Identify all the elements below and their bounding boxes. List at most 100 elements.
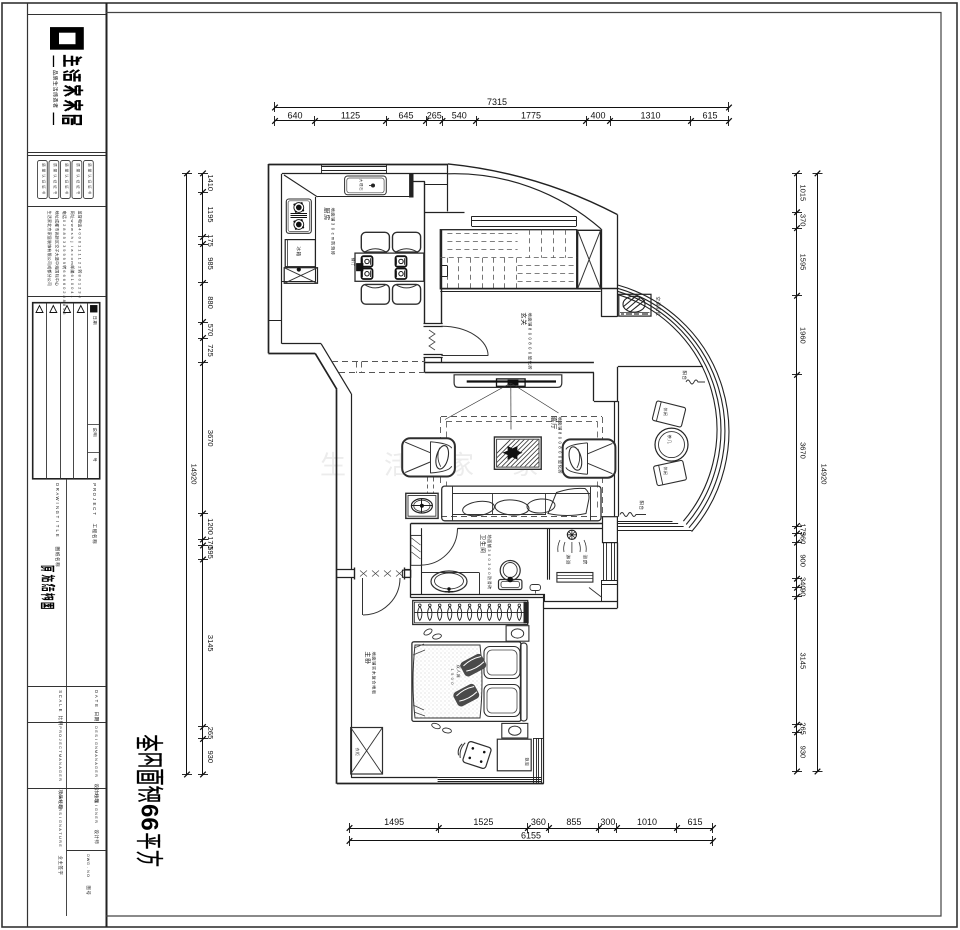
svg-text:0: 0 — [450, 682, 455, 685]
svg-text:S: S — [58, 690, 63, 693]
svg-text:930: 930 — [799, 746, 808, 759]
svg-text:闲: 闲 — [663, 471, 668, 475]
svg-text:900: 900 — [799, 554, 808, 567]
svg-text:I: I — [55, 502, 60, 503]
svg-text:R: R — [94, 820, 98, 823]
svg-text:R: R — [58, 730, 62, 733]
svg-text:1010: 1010 — [637, 817, 657, 827]
svg-text:网: 网 — [70, 211, 75, 215]
svg-text:明: 明 — [92, 432, 98, 436]
svg-text:P: P — [92, 483, 97, 486]
svg-text:玻: 玻 — [527, 356, 534, 361]
svg-text:证: 证 — [65, 180, 70, 184]
svg-text:成: 成 — [55, 219, 61, 223]
svg-text:9: 9 — [62, 262, 67, 265]
svg-text:监: 监 — [77, 211, 83, 215]
svg-text:0: 0 — [70, 283, 75, 286]
svg-text:L: L — [55, 530, 60, 533]
svg-text:R: R — [94, 774, 98, 777]
svg-text:称: 称 — [54, 562, 61, 567]
svg-text:餐: 餐 — [351, 258, 357, 262]
svg-text:公: 公 — [47, 278, 52, 282]
svg-text:址: 址 — [55, 215, 61, 219]
svg-text:冰: 冰 — [296, 247, 302, 252]
svg-text:地: 地 — [558, 417, 564, 422]
svg-text:成: 成 — [47, 265, 53, 269]
svg-text:m: m — [70, 261, 75, 265]
svg-text:3: 3 — [62, 241, 67, 244]
svg-text:休: 休 — [663, 408, 668, 412]
svg-text:1495: 1495 — [384, 817, 404, 827]
svg-text:称: 称 — [91, 539, 98, 544]
svg-text:认: 认 — [42, 174, 47, 178]
svg-text:I: I — [94, 805, 98, 806]
svg-text:书: 书 — [76, 191, 81, 195]
svg-text:签: 签 — [58, 866, 64, 871]
svg-text:C: C — [58, 746, 62, 749]
svg-text:日: 日 — [92, 316, 98, 320]
svg-text:砖: 砖 — [330, 251, 337, 255]
svg-text:1: 1 — [77, 258, 82, 261]
svg-text:0: 0 — [558, 437, 563, 440]
svg-text:飘: 飘 — [525, 758, 530, 762]
svg-text:R: R — [58, 808, 62, 811]
svg-text:8: 8 — [77, 274, 82, 277]
svg-text:N: N — [55, 506, 60, 509]
svg-text:170: 170 — [206, 536, 215, 549]
svg-text:滑: 滑 — [331, 246, 337, 250]
svg-text:位: 位 — [656, 312, 662, 317]
svg-text:北: 北 — [47, 223, 53, 227]
svg-text:业: 业 — [58, 856, 64, 861]
svg-text:主: 主 — [58, 861, 64, 866]
svg-text:265: 265 — [799, 722, 808, 735]
svg-text:限: 限 — [47, 253, 53, 257]
svg-text:265: 265 — [206, 727, 215, 740]
svg-text:卧: 卧 — [364, 658, 372, 664]
svg-text:G: G — [94, 808, 98, 811]
svg-text:A: A — [55, 492, 60, 495]
svg-text:客: 客 — [550, 416, 558, 422]
svg-text:书: 书 — [88, 191, 93, 195]
svg-text:1310: 1310 — [640, 111, 660, 121]
svg-text:道: 道 — [55, 257, 61, 261]
svg-text:0: 0 — [558, 451, 563, 454]
svg-text:D: D — [94, 726, 98, 729]
svg-text:证: 证 — [42, 185, 47, 189]
svg-text:房: 房 — [581, 560, 588, 565]
svg-text:3670: 3670 — [799, 442, 808, 459]
svg-text:活: 活 — [47, 215, 53, 219]
svg-text:大: 大 — [55, 253, 61, 257]
svg-text:14920: 14920 — [820, 464, 829, 485]
svg-text:T: T — [55, 516, 60, 519]
svg-text:880: 880 — [206, 296, 215, 309]
svg-text:D: D — [86, 854, 90, 857]
svg-text:量: 量 — [53, 169, 58, 173]
svg-text:A: A — [58, 758, 62, 761]
svg-text:540: 540 — [452, 111, 467, 121]
svg-text:面: 面 — [557, 421, 563, 425]
svg-text:3: 3 — [77, 291, 82, 294]
svg-text:证: 证 — [53, 180, 58, 184]
svg-text:8: 8 — [528, 342, 533, 345]
svg-text:认: 认 — [88, 174, 93, 178]
svg-text:地: 地 — [487, 535, 493, 539]
svg-text:期: 期 — [93, 717, 99, 722]
svg-text:D: D — [94, 792, 98, 795]
svg-text:595: 595 — [206, 546, 215, 559]
svg-text:机: 机 — [655, 307, 662, 312]
svg-text:缔: 缔 — [52, 92, 59, 97]
svg-text:O: O — [86, 874, 90, 877]
svg-text:D: D — [94, 690, 99, 693]
svg-text:N: N — [86, 870, 90, 873]
svg-text:理: 理 — [58, 805, 63, 810]
svg-text:化: 化 — [557, 465, 564, 470]
svg-text:E: E — [58, 804, 62, 807]
svg-text:6: 6 — [62, 283, 67, 286]
svg-text:3: 3 — [62, 245, 67, 248]
svg-text:板: 板 — [371, 690, 378, 695]
svg-text:615: 615 — [702, 111, 717, 121]
svg-text:1595: 1595 — [799, 254, 808, 271]
svg-text:者: 者 — [52, 103, 58, 108]
svg-text:阳: 阳 — [681, 371, 688, 375]
svg-text:175: 175 — [799, 523, 808, 536]
